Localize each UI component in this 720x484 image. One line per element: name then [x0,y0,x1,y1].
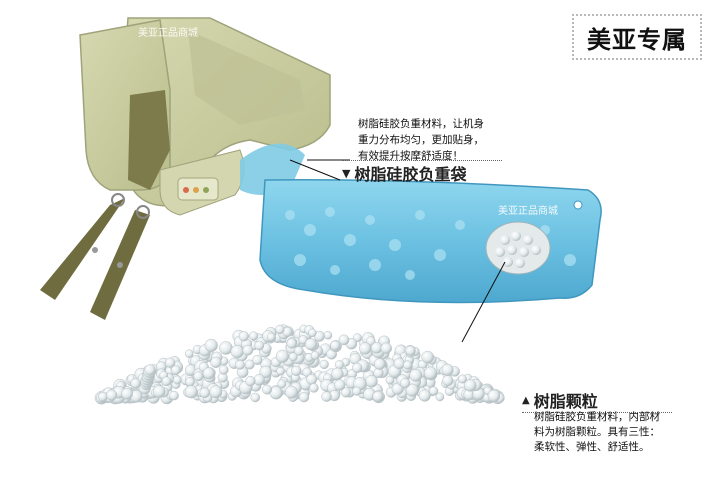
granule-heading-text: 树脂颗粒 [533,392,598,411]
granule-heading: ▲ 树脂颗粒 [522,388,672,413]
granule-description: 树脂硅胶负重材料，内部材 料为树脂颗粒。具有三性： 柔软性、弹性、舒适性。 [534,410,694,455]
brand-badge: 美亚专属 [572,14,702,60]
granule-description-line: 料为树脂颗粒。具有三性： [534,426,660,438]
brand-badge-label: 美亚专属 [587,25,687,54]
bag-description-line: 重力分布均匀，更加贴身， [358,134,484,146]
watermark-bag: 美亚正品商城 [498,206,558,217]
bag-description-line: 树脂硅胶负重材料，让机身 [358,118,484,130]
granule-description-line: 柔软性、弹性、舒适性。 [534,441,650,453]
granule-leader-line [461,261,506,343]
bag-heading-text: 树脂硅胶负重袋 [354,165,467,184]
up-triangle-icon: ▲ [522,394,530,406]
watermark-top: 美亚正品商城 [138,28,198,39]
granule-description-line: 树脂硅胶负重材料，内部材 [534,411,660,423]
down-triangle-icon: ▼ [342,166,351,180]
resin-weight-bag-image [259,178,602,304]
bag-description-line: 有效提升按摩舒适度！ [358,150,463,162]
bag-heading: ▼ 树脂硅胶负重袋 [342,160,502,185]
resin-granules-image [94,324,505,405]
massager-belt-image [40,17,331,320]
bag-description: 树脂硅胶负重材料，让机身 重力分布均匀，更加贴身， 有效提升按摩舒适度！ [358,116,498,164]
